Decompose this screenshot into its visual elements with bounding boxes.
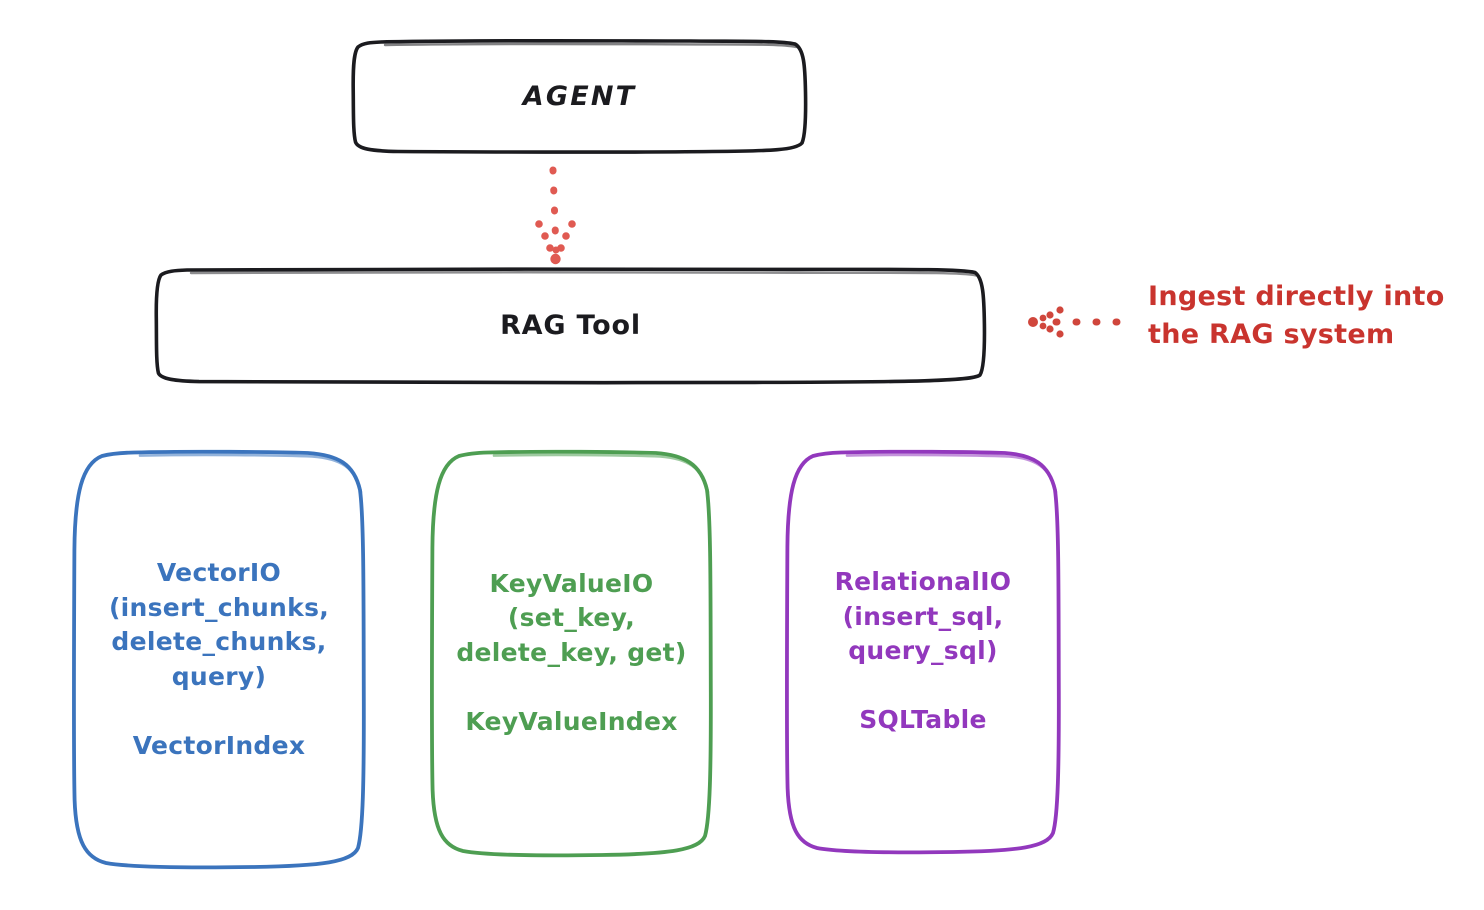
node-vector-io-label: VectorIO (insert_chunks, delete_chunks, … [108, 558, 330, 760]
connector-ingest-to-rag-tool [1028, 306, 1132, 338]
node-agent-label: AGENT [522, 80, 637, 112]
annotation-ingest: Ingest directly into the RAG system [1148, 281, 1445, 351]
node-relational-io-label: RelationalIO (insert_sql, query_sql) SQL… [834, 567, 1012, 735]
node-keyvalue-io-label: KeyValueIO (set_key, delete_key, get) Ke… [456, 568, 687, 736]
node-relational-io[interactable]: RelationalIO (insert_sql, query_sql) SQL… [784, 449, 1061, 855]
node-vector-io[interactable]: VectorIO (insert_chunks, delete_chunks, … [71, 449, 366, 870]
node-rag-tool-label: RAG Tool [500, 310, 641, 342]
node-agent[interactable]: AGENT [351, 38, 808, 154]
node-keyvalue-io[interactable]: KeyValueIO (set_key, delete_key, get) Ke… [429, 449, 713, 858]
node-rag-tool[interactable]: RAG Tool [154, 267, 987, 385]
connector-agent-to-rag-tool [535, 166, 576, 265]
